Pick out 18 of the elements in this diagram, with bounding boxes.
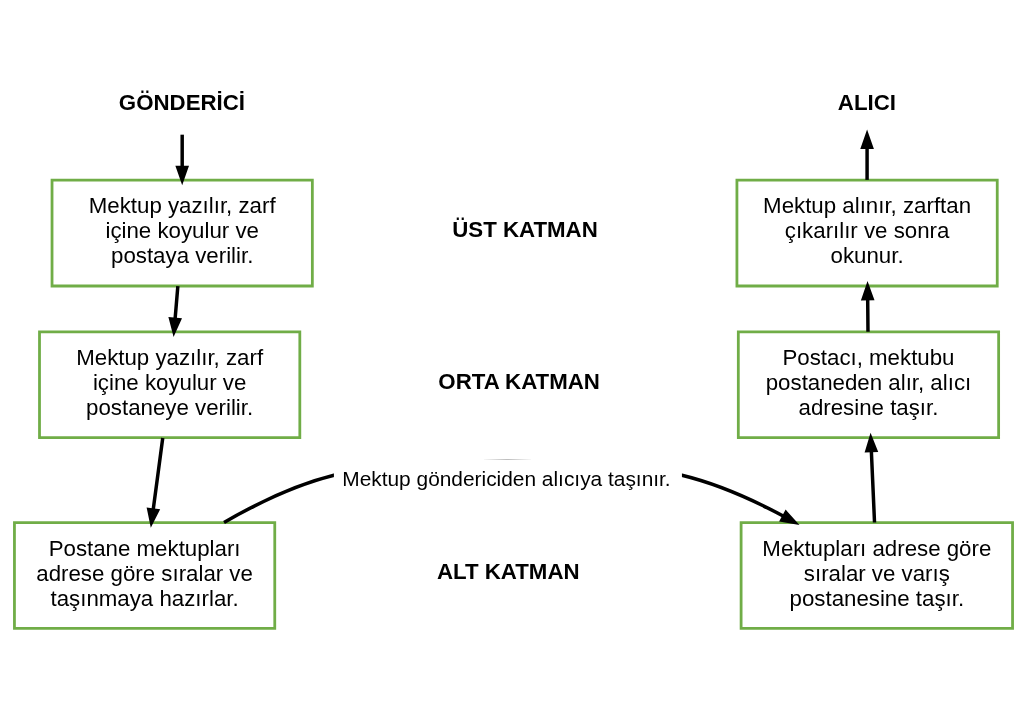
arrow xyxy=(864,432,879,523)
arrow xyxy=(168,286,182,338)
node-text: GÖNDERİCİ xyxy=(118,90,246,116)
label: ALT KATMAN xyxy=(436,559,580,585)
arrow xyxy=(175,134,190,186)
node-box: Mektup yazılır, zarf içine koyulur ve postaneye verilir. xyxy=(38,330,302,440)
label: ÜST KATMAN xyxy=(452,216,598,242)
label: ORTA KATMAN xyxy=(438,368,600,394)
edge-label: Mektup göndericiden alıcıya taşınır. xyxy=(342,466,671,490)
arrow xyxy=(860,280,875,332)
node-box: Postane mektupları adrese göre sıralar ve taşınmaya hazırlar. xyxy=(13,521,277,630)
node-text: ALICI xyxy=(837,90,896,116)
arrow xyxy=(146,437,165,528)
node-box: Postacı, mektubu postaneden alır, alıcı adresine taşır. xyxy=(736,330,1000,440)
node-box: Mektup yazılır, zarf içine koyulur ve postaya verilir. xyxy=(50,178,314,288)
arrow xyxy=(860,129,874,180)
node-box: Mektupları adrese göre sıralar ve varış postanesine taşır. xyxy=(739,521,1014,630)
node-box: Mektup alınır, zarftan çıkarılır ve sonra okunur. xyxy=(735,178,999,288)
